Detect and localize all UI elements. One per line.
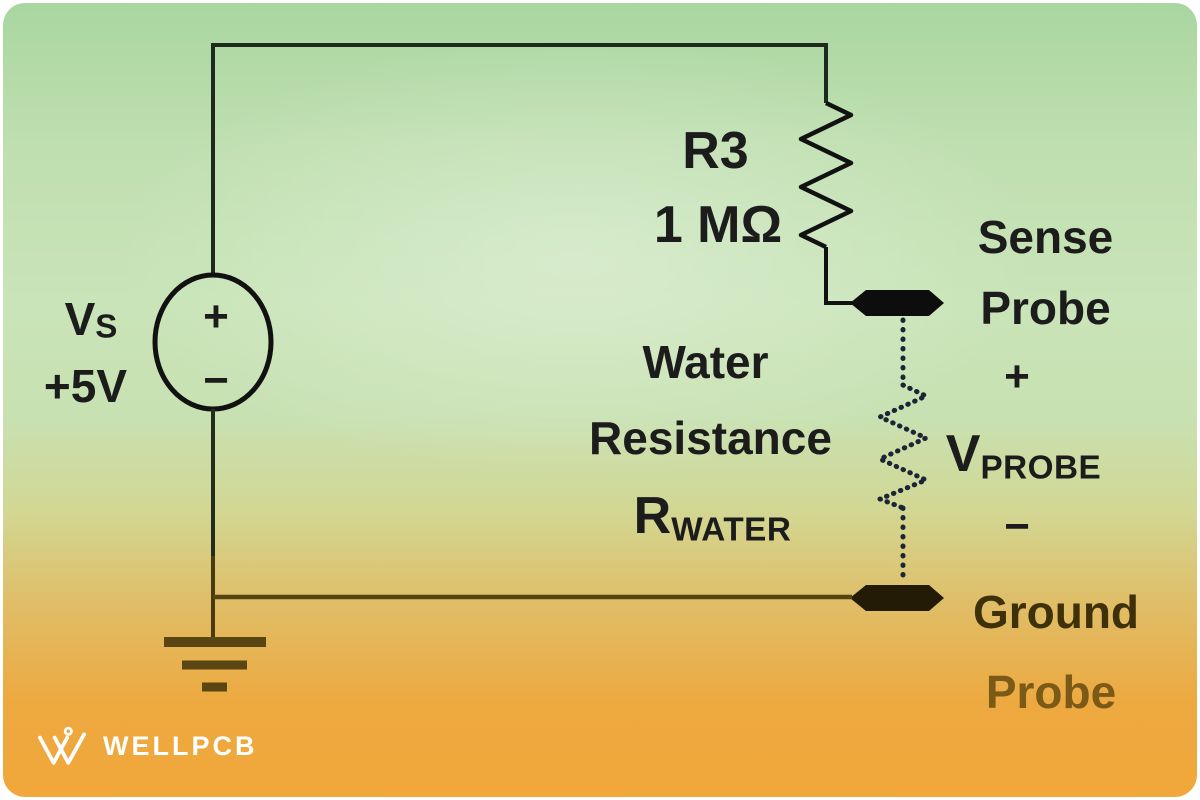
probe-voltage-minus-sign: − <box>1004 502 1030 551</box>
circuit-graphics <box>152 43 944 692</box>
sense-probe-symbol <box>850 290 944 316</box>
resistor-r3-value: 1 MΩ <box>653 196 783 254</box>
wellpcb-logo-icon <box>38 726 86 765</box>
wellpcb-logo: WELLPCB <box>33 725 257 767</box>
resistor-r3-name: R3 <box>682 122 749 180</box>
water-resistance-label-line2: Resistance <box>589 412 832 464</box>
ground-probe-symbol <box>850 585 944 611</box>
water-resistance-symbol <box>877 382 929 511</box>
ground-probe-label-line1: Ground <box>972 586 1140 638</box>
sense-probe-label-line1: Sense <box>977 211 1114 263</box>
probe-voltage-name: VPROBE <box>945 425 1102 487</box>
resistor-r3-symbol <box>798 100 854 250</box>
sense-probe-label-line2: Probe <box>980 282 1111 334</box>
wellpcb-logo-text: WELLPCB <box>103 730 258 761</box>
wire-top-loop <box>211 43 828 276</box>
water-resistance-name: RWATER <box>633 487 792 549</box>
water-resistance-label-line1: Water <box>642 336 769 388</box>
probe-voltage-plus-sign: + <box>1004 352 1030 401</box>
ground-probe-label-line2: Probe <box>985 666 1117 718</box>
ground-symbol <box>164 637 266 692</box>
voltage-source-name: VS <box>64 293 118 346</box>
voltage-source-minus-sign: − <box>203 356 229 405</box>
water-resistance-name-subscript: WATER <box>671 511 792 549</box>
probe-voltage-name-subscript: PROBE <box>980 449 1102 487</box>
voltage-source-value: +5V <box>43 360 128 412</box>
voltage-source-plus-sign: + <box>203 292 229 341</box>
wire-r3-to-sense-probe <box>824 247 852 305</box>
voltage-source-name-subscript: S <box>95 308 118 346</box>
diagram-background: VS +5V + − R3 1 MΩ Water Resistance RWAT… <box>3 3 1197 797</box>
